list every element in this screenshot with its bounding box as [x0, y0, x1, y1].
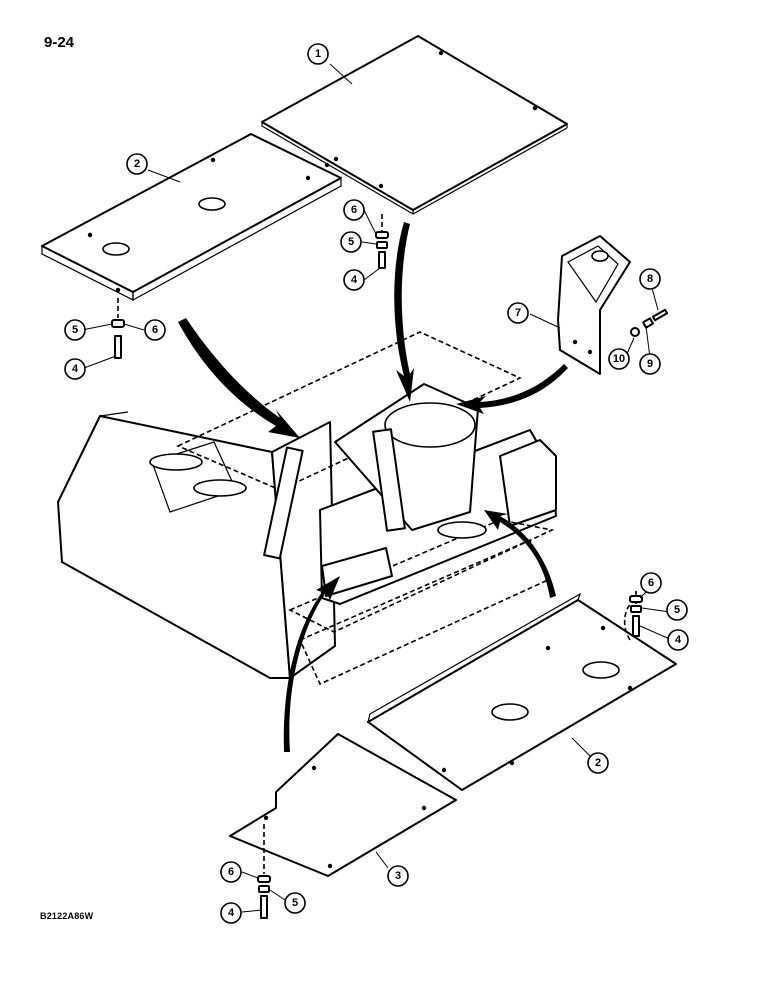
- callout-label: 6: [351, 204, 357, 216]
- callout-5: 5: [284, 892, 306, 914]
- callout-10: 10: [608, 348, 630, 370]
- callout-4: 4: [667, 629, 689, 651]
- callout-label: 1: [315, 48, 321, 60]
- callout-4: 4: [220, 902, 242, 924]
- hardware-top-center: [375, 214, 389, 269]
- top-panel-1: [261, 35, 568, 216]
- callout-label: 6: [648, 577, 654, 589]
- bottom-panel-3: [229, 733, 457, 877]
- callout-label: 10: [613, 353, 625, 365]
- callout-3: 3: [387, 865, 409, 887]
- callout-label: 4: [72, 363, 79, 375]
- assembly-arrows: [178, 222, 568, 752]
- drawing-code: B2122A86W: [40, 911, 94, 921]
- callout-6: 6: [343, 199, 365, 221]
- callout-5: 5: [64, 319, 86, 341]
- callout-5: 5: [340, 231, 362, 253]
- callout-6: 6: [220, 861, 242, 883]
- callout-4: 4: [64, 358, 86, 380]
- machine-frame: [57, 331, 557, 686]
- callout-4: 4: [343, 269, 365, 291]
- callout-9: 9: [639, 353, 661, 375]
- callout-label: 8: [647, 273, 653, 285]
- callout-label: 5: [292, 897, 298, 909]
- callout-1: 1: [307, 43, 329, 65]
- callout-label: 6: [152, 324, 158, 336]
- callout-2: 2: [126, 153, 148, 175]
- bracket-7: [557, 235, 669, 375]
- callout-7: 7: [507, 302, 529, 324]
- callout-5: 5: [666, 599, 688, 621]
- callout-8: 8: [639, 268, 661, 290]
- callout-label: 5: [674, 604, 680, 616]
- hardware-bottom-left: [257, 824, 271, 919]
- page-number: 9-24: [44, 34, 75, 51]
- callout-label: 4: [675, 634, 682, 646]
- callout-label: 2: [134, 158, 140, 170]
- callout-label: 9: [647, 358, 653, 370]
- callout-label: 2: [595, 757, 601, 769]
- top-panel-2: [41, 133, 342, 302]
- callout-label: 4: [228, 907, 235, 919]
- callout-label: 4: [351, 274, 358, 286]
- callout-label: 3: [395, 870, 401, 882]
- callout-label: 5: [348, 236, 354, 248]
- callout-6: 6: [640, 572, 662, 594]
- callout-label: 7: [515, 307, 521, 319]
- hardware-bottom-right: [624, 590, 643, 641]
- callout-label: 5: [72, 324, 78, 336]
- callout-6: 6: [144, 319, 166, 341]
- hardware-top-left: [111, 298, 125, 359]
- callout-2: 2: [587, 752, 609, 774]
- callout-label: 6: [228, 866, 234, 878]
- bottom-panel-2: [367, 592, 677, 791]
